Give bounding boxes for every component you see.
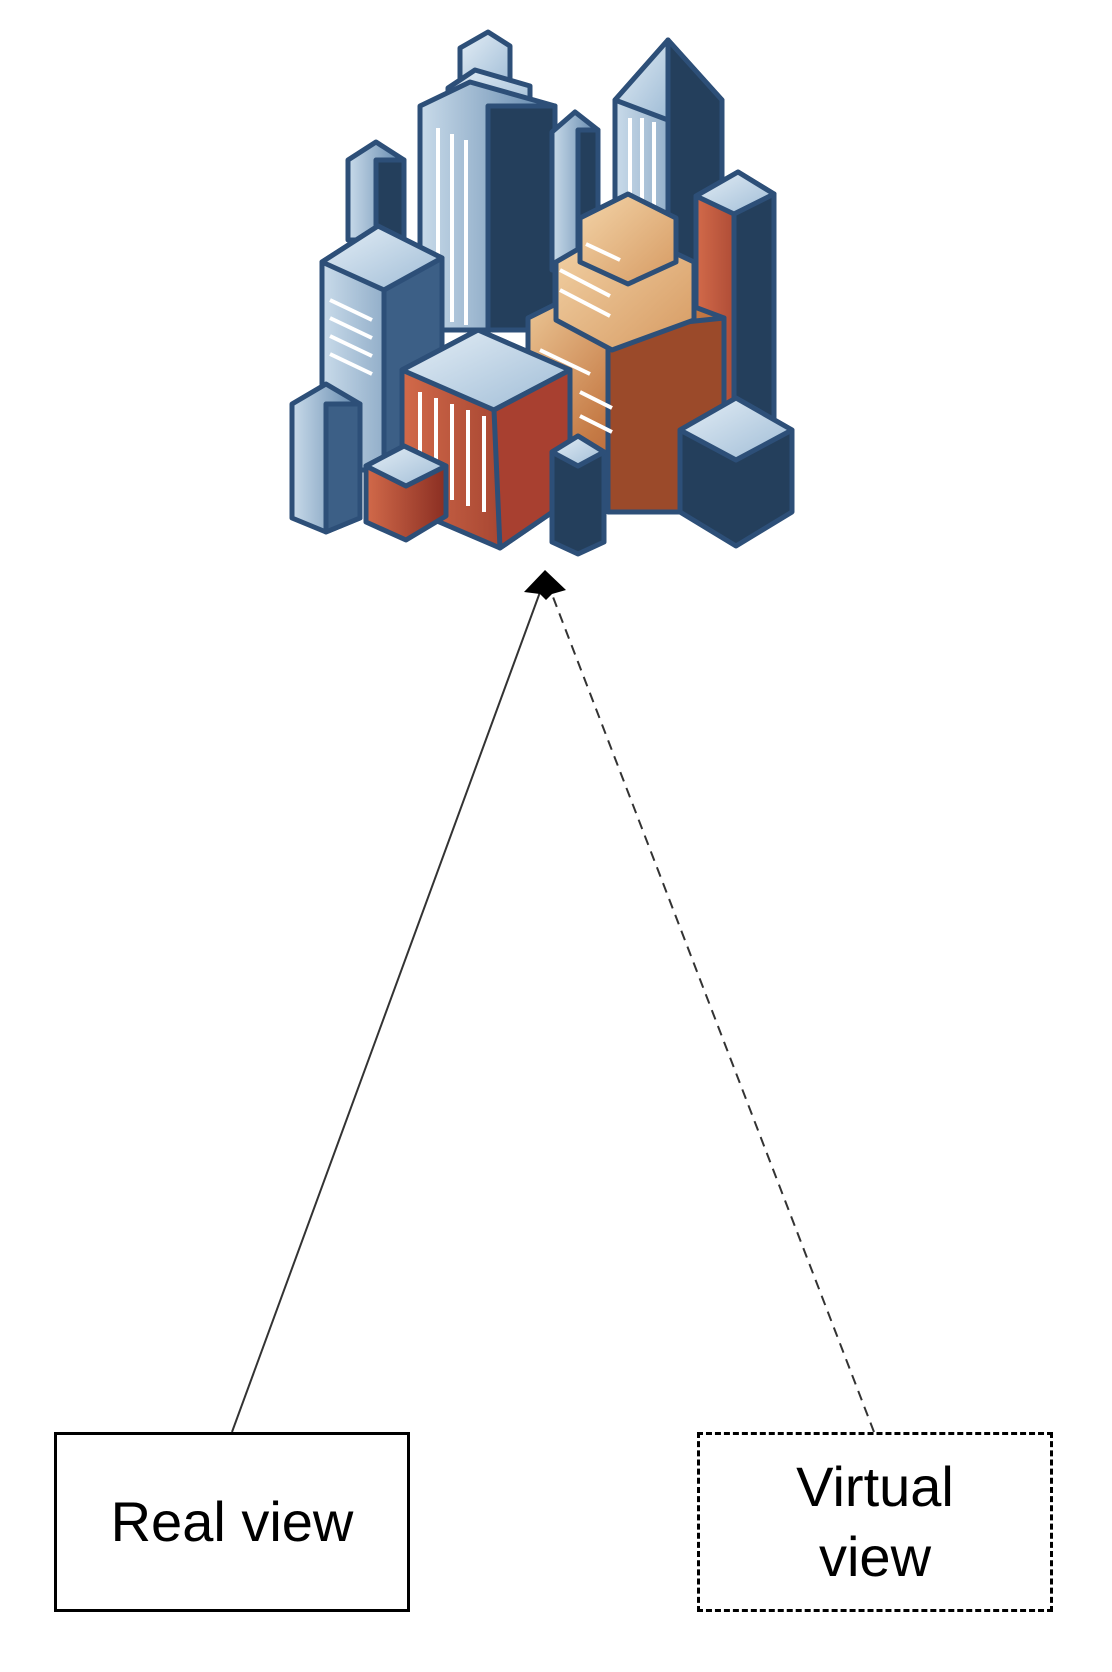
city-buildings-icon <box>289 29 795 557</box>
arrowhead-icon <box>524 570 566 600</box>
real-view-label: Real view <box>110 1490 354 1553</box>
virtual-view-arrow <box>547 583 875 1433</box>
real-view-box: Real view <box>54 1432 410 1612</box>
virtual-view-label-line2: view <box>818 1525 932 1588</box>
virtual-view-box: Virtual view <box>697 1432 1053 1612</box>
virtual-view-label-line1: Virtual <box>796 1455 954 1518</box>
real-view-arrow <box>231 583 544 1433</box>
